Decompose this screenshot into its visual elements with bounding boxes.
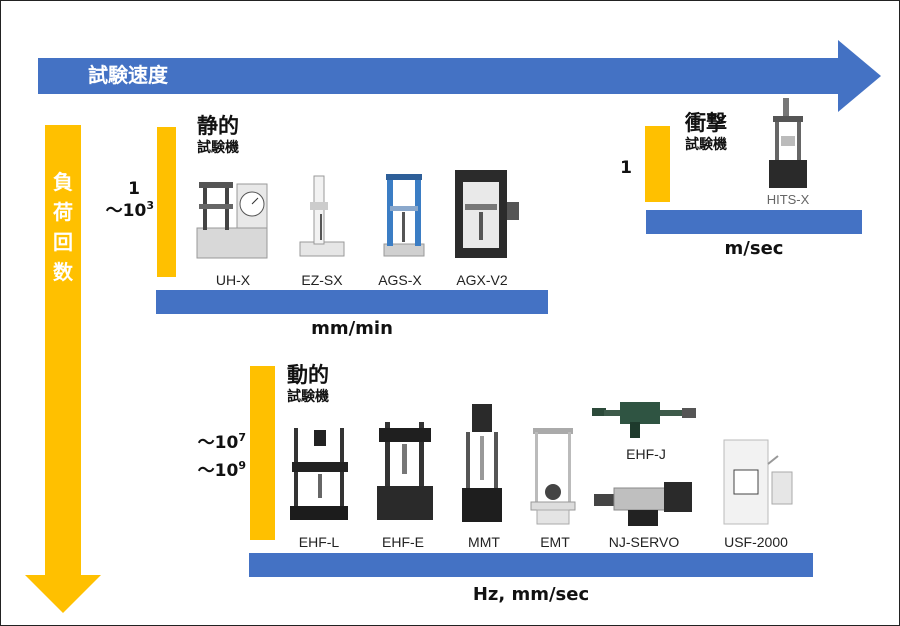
dynamic-category: 動的 試験機 — [287, 362, 329, 406]
machine-image-usf-2000 — [723, 439, 793, 525]
machine-image-ehf-l — [290, 428, 348, 520]
machine-label-nj-servo: NJ-SERVO — [608, 534, 680, 550]
machine-label-ags-x: AGS-X — [378, 272, 422, 288]
static-speed-bar — [156, 290, 548, 314]
dynamic-cycles-bar — [250, 366, 275, 540]
dynamic-subtitle: 試験機 — [287, 389, 329, 405]
impact-category: 衝撃 試験機 — [685, 110, 727, 154]
static-subtitle: 試験機 — [197, 140, 239, 156]
dynamic-cycles-line1: ～107 — [197, 431, 246, 453]
load-cycles-char-3: 回 — [53, 230, 73, 254]
dynamic-title: 動的 — [287, 363, 329, 387]
impact-title: 衝撃 — [685, 111, 727, 135]
static-title: 静的 — [197, 114, 239, 138]
load-cycles-char-2: 荷 — [53, 200, 73, 224]
machine-label-mmt: MMT — [468, 534, 500, 550]
machine-image-emt — [530, 428, 576, 525]
machine-image-hits-x — [769, 98, 807, 188]
machine-image-uh-x — [196, 182, 268, 259]
load-cycles-char-1: 負 — [53, 170, 73, 194]
machine-image-ehf-j — [592, 402, 696, 438]
load-cycles-char-4: 数 — [53, 260, 73, 284]
machine-image-nj-servo — [594, 482, 692, 526]
machine-label-ehf-l: EHF-L — [298, 534, 340, 550]
dynamic-speed-bar — [249, 553, 813, 577]
machine-image-ags-x — [383, 174, 425, 257]
dynamic-cycles-label: ～107 ～109 — [172, 432, 246, 482]
machine-label-hits-x: HITS-X — [766, 192, 810, 207]
static-cycles-bar — [157, 127, 176, 277]
machine-label-agx-v2: AGX-V2 — [456, 272, 508, 288]
machine-image-mmt — [462, 404, 502, 522]
machine-label-ez-sx: EZ-SX — [301, 272, 343, 288]
impact-subtitle: 試験機 — [685, 137, 727, 153]
machine-label-emt: EMT — [540, 534, 570, 550]
impact-cycles-bar — [645, 126, 670, 202]
load-cycles-arrow — [25, 125, 101, 613]
static-cycles-line1: 1 — [128, 179, 140, 199]
static-cycles-line2: ～103 — [105, 199, 154, 221]
speed-arrow — [38, 40, 881, 112]
static-unit: mm/min — [311, 318, 393, 339]
impact-speed-bar — [646, 210, 862, 234]
dynamic-unit: Hz, mm/sec — [472, 584, 590, 605]
machine-label-ehf-e: EHF-E — [382, 534, 424, 550]
machine-image-ehf-e — [377, 422, 433, 520]
machine-image-ez-sx — [299, 175, 345, 257]
static-cycles-label: 1 ～103 — [92, 178, 154, 222]
machine-label-usf-2000: USF-2000 — [724, 534, 788, 550]
impact-cycles-label: 1 — [620, 158, 632, 178]
dynamic-cycles-line2: ～109 — [197, 459, 246, 481]
impact-unit: m/sec — [724, 238, 784, 259]
machine-label-uh-x: UH-X — [215, 272, 251, 288]
machine-label-ehf-j: EHF-J — [626, 446, 666, 462]
static-category: 静的 試験機 — [197, 113, 239, 157]
machine-image-agx-v2 — [455, 170, 519, 258]
speed-axis-label: 試験速度 — [88, 63, 168, 87]
